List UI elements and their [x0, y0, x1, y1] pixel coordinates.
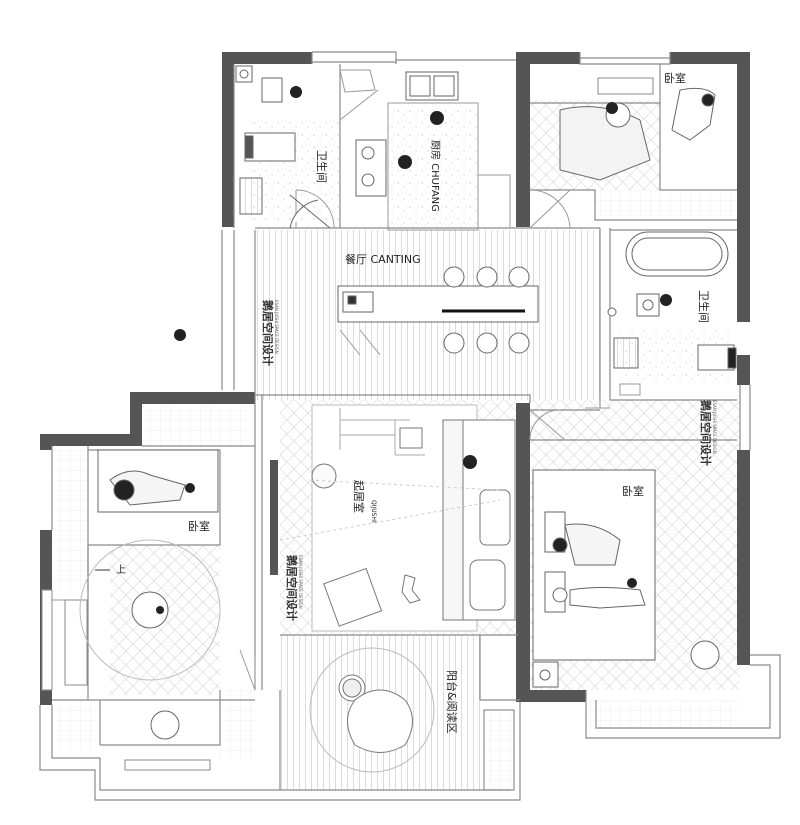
- label-bedroom-left: 卧室: [188, 519, 210, 533]
- label-stair-up: 上: [116, 564, 126, 576]
- label-balcony: 阳台&阅读区: [445, 670, 459, 734]
- label-bedroom-top-right: 卧室: [664, 71, 686, 85]
- label-bedroom-right: 卧室: [622, 484, 644, 498]
- human-figures: [156, 86, 672, 614]
- person-entry-icon: [174, 329, 186, 341]
- watermark-text: 鹅居空间设计: [699, 400, 713, 466]
- label-dining: 餐厅 CANTING: [345, 252, 421, 266]
- bedroom-right-furniture: [532, 469, 720, 688]
- person-living-icon: [463, 455, 477, 469]
- watermark-text: 鹅居空间设计: [261, 300, 275, 366]
- label-bathroom-top: 卫生间: [315, 150, 329, 183]
- person-kitchen-2-icon: [398, 155, 412, 169]
- bathroom-top-fixtures: [235, 65, 331, 229]
- bedroom-top-right-furniture: [559, 87, 716, 181]
- watermark-subtext: ESAN JUSHI SPACE DESIGN: [274, 300, 279, 354]
- bathroom-right-fixtures: [607, 231, 737, 371]
- person-bedroom-icon: [606, 102, 618, 114]
- watermark-subtext: ESAN JUSHI SPACE DESIGN: [298, 555, 303, 609]
- person-bathroom-right-icon: [660, 294, 672, 306]
- watermark-subtext: ESAN JUSHI SPACE DESIGN: [712, 400, 717, 454]
- balcony-furniture: [309, 647, 515, 791]
- label-kitchen: 厨房 CHUFANG: [429, 140, 442, 212]
- bedroom-left-furniture: [79, 449, 221, 740]
- person-kitchen-icon: [430, 111, 444, 125]
- person-balcony-icon: [156, 606, 164, 614]
- person-bath-icon: [290, 86, 302, 98]
- dining-furniture: [337, 266, 539, 354]
- person-bedroom-right-icon: [627, 578, 637, 588]
- person-bedroom-left-icon: [185, 483, 195, 493]
- watermark-text: 鹅居空间设计: [285, 555, 299, 621]
- room-labels: 卫生间 厨房 CHUFANG 卧室 餐厅 CANTING 卫生间 起居室 QIJ…: [116, 71, 711, 734]
- partitions: [39, 51, 781, 801]
- walls: [40, 52, 750, 705]
- doors: [52, 69, 641, 691]
- windows: [41, 77, 654, 771]
- kitchen-fixtures: [355, 71, 459, 197]
- label-bathroom-right: 卫生间: [697, 290, 711, 323]
- label-living-pinyin: QIJUSHI: [370, 500, 377, 523]
- label-living: 起居室: [352, 480, 366, 513]
- watermarks: 鹅居空间设计 ESAN JUSHI SPACE DESIGN 鹅居空间设计 ES…: [261, 300, 717, 621]
- living-furniture: [279, 404, 516, 632]
